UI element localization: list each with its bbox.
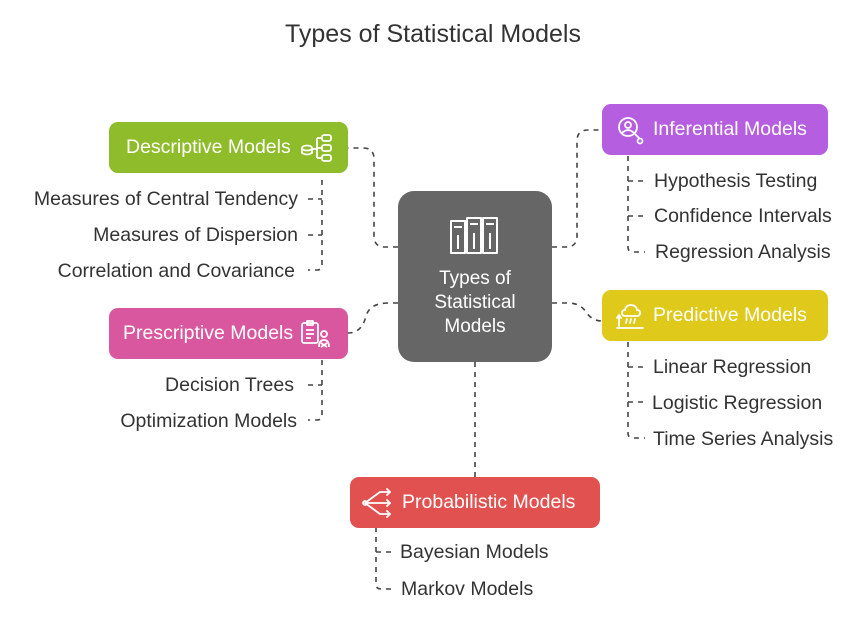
inferential-item: Confidence Intervals: [654, 205, 832, 227]
columns-icon: [450, 217, 498, 254]
predictive-item: Time Series Analysis: [653, 428, 834, 450]
inferential-models-node: Inferential Models: [602, 104, 828, 155]
inferential-item: Regression Analysis: [655, 241, 831, 263]
checklist-person-icon: [301, 319, 331, 348]
network-arrows-icon: [362, 487, 391, 518]
prescriptive-item: Optimization Models: [120, 410, 297, 432]
search-user-icon: [618, 116, 644, 144]
predictive-models-node: Predictive Models: [602, 290, 828, 341]
central-node-label: Types of Statistical Models: [398, 267, 552, 339]
probabilistic-item: Markov Models: [401, 578, 534, 600]
descriptive-item: Measures of Central Tendency: [33, 188, 298, 210]
predictive-models-label: Predictive Models: [653, 304, 807, 326]
descriptive-item: Correlation and Covariance: [57, 260, 295, 282]
prescriptive-item: Decision Trees: [165, 374, 294, 396]
descriptive-models-node: Descriptive Models: [109, 122, 348, 173]
descriptive-models-label: Descriptive Models: [126, 136, 291, 158]
diagram-title: Types of Statistical Models: [285, 20, 581, 48]
database-tree-icon: [300, 133, 332, 162]
prescriptive-models-node: Prescriptive Models: [109, 308, 348, 359]
central-node-line-1: Types of: [439, 268, 511, 289]
probabilistic-models-label: Probabilistic Models: [402, 491, 576, 513]
probabilistic-item: Bayesian Models: [400, 541, 549, 563]
inferential-models-label: Inferential Models: [653, 118, 807, 140]
central-node: Types of Statistical Models: [398, 191, 552, 362]
central-node-line-2: Statistical: [434, 292, 516, 313]
prescriptive-models-label: Prescriptive Models: [123, 322, 294, 344]
inferential-item: Hypothesis Testing: [654, 170, 818, 192]
predictive-item: Linear Regression: [653, 356, 812, 378]
predictive-item: Logistic Regression: [652, 392, 823, 414]
probabilistic-models-node: Probabilistic Models: [350, 477, 600, 528]
central-node-line-3: Models: [444, 316, 506, 337]
descriptive-item: Measures of Dispersion: [93, 224, 298, 246]
weather-forecast-icon: [616, 303, 644, 329]
